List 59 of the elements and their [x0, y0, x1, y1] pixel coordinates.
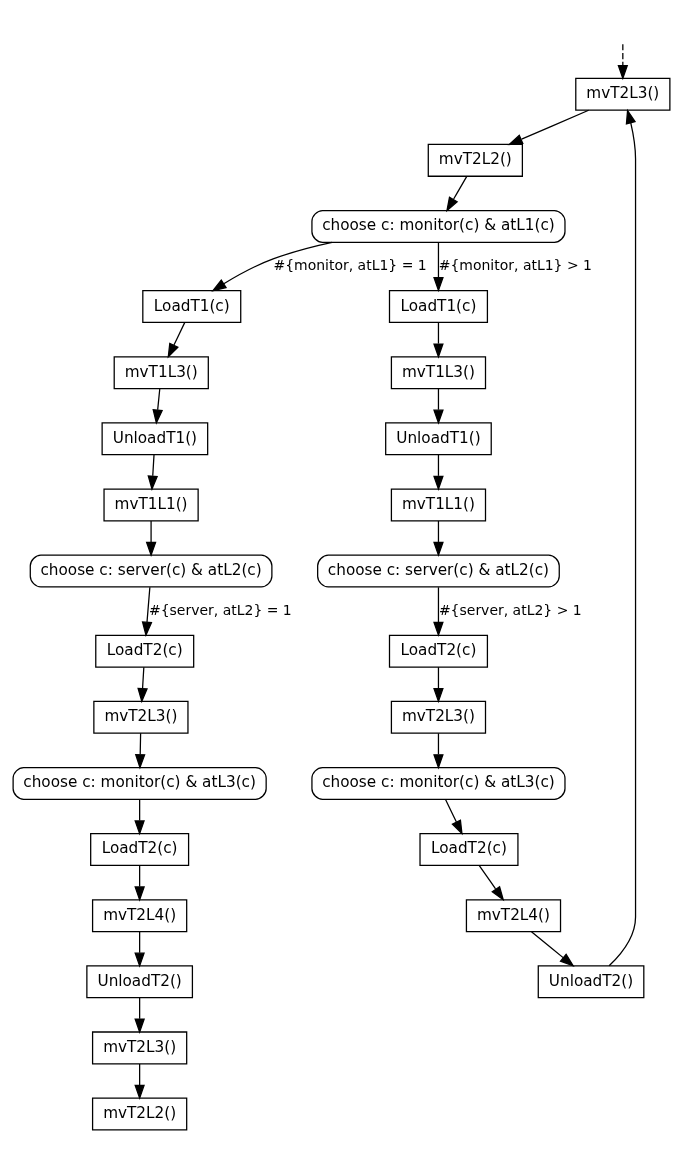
node-box: LoadT2(c): [419, 833, 519, 867]
arrow: [433, 520, 444, 558]
arrow: [433, 732, 444, 770]
arrow: [608, 108, 637, 967]
node-box: mvT1L1(): [390, 488, 487, 522]
arrow: [433, 666, 444, 704]
node-box: mvT2L3(): [93, 700, 189, 734]
node-box: UnloadT1(): [101, 422, 209, 456]
node-box: mvT2L3(): [575, 77, 671, 111]
node-box: mvT2L2(): [91, 1097, 188, 1131]
arrow: [530, 931, 575, 968]
arrow: [134, 864, 145, 902]
edge-label: #{monitor, atL1} > 1: [438, 257, 592, 274]
arrow: [141, 586, 153, 637]
node-box: choose c: monitor(c) & atL3(c): [311, 766, 566, 800]
arrow: [137, 666, 148, 704]
node-box: choose c: server(c) & atL2(c): [29, 554, 273, 588]
arrow: [134, 1063, 145, 1100]
arrow: [507, 109, 590, 146]
node-box: mvT2L3(): [91, 1031, 188, 1065]
arrow: [167, 321, 186, 359]
arrow: [433, 388, 444, 425]
node-box: mvT1L3(): [113, 356, 209, 390]
node-box: LoadT2(c): [90, 833, 190, 867]
node-box: choose c: monitor(c) & atL1(c): [311, 209, 566, 243]
arrow: [444, 798, 463, 836]
arrow: [152, 388, 163, 425]
arrow: [433, 586, 444, 637]
node-box: mvT2L3(): [390, 700, 487, 734]
node-box: UnloadT2(): [537, 965, 645, 999]
node-box: LoadT1(c): [142, 290, 242, 324]
arrow: [145, 520, 157, 558]
node-box: mvT2L4(): [465, 899, 562, 933]
arrow: [147, 454, 159, 491]
edge-label: #{monitor, atL1} = 1: [273, 257, 427, 274]
edge-label: #{server, atL2} = 1: [149, 601, 292, 618]
node-box: LoadT1(c): [388, 290, 489, 324]
node-box: LoadT2(c): [388, 634, 489, 668]
arrow: [211, 241, 333, 292]
arrow: [134, 997, 145, 1034]
arrow: [617, 43, 629, 81]
edge-label: #{server, atL2} > 1: [438, 601, 582, 618]
node-box: UnloadT1(): [385, 422, 492, 456]
node-box: mvT2L2(): [427, 143, 523, 177]
node-box: choose c: monitor(c) & atL3(c): [12, 766, 267, 800]
arrow: [478, 864, 505, 902]
arrow: [134, 931, 145, 968]
arrow: [134, 732, 146, 770]
arrow: [433, 321, 444, 359]
arrow: [433, 242, 444, 293]
node-box: mvT1L3(): [390, 356, 487, 390]
node-box: UnloadT2(): [86, 965, 194, 999]
node-box: mvT1L1(): [103, 488, 199, 522]
arrow: [134, 798, 145, 836]
node-box: choose c: server(c) & atL2(c): [317, 554, 560, 588]
node-box: LoadT2(c): [95, 634, 195, 668]
arrow: [433, 454, 444, 491]
arrow: [446, 175, 468, 213]
node-box: mvT2L4(): [91, 899, 188, 933]
